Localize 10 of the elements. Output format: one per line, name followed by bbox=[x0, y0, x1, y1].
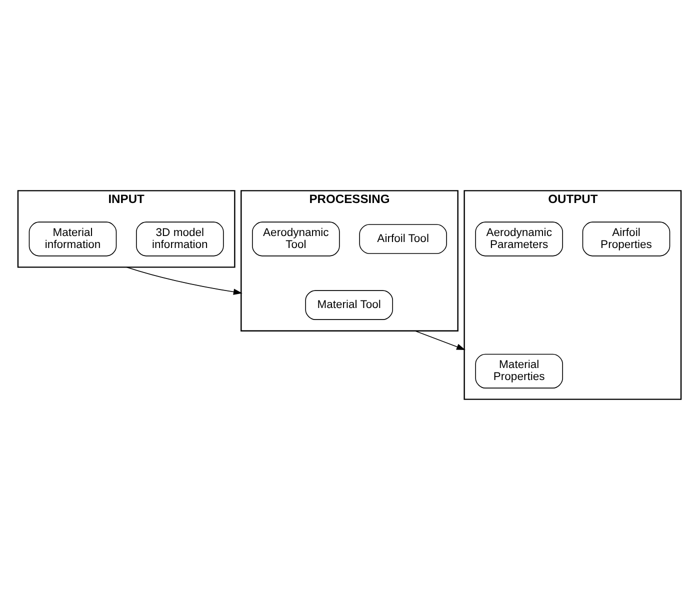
node-box: Airfoil Properties bbox=[582, 222, 670, 256]
node-box: Material Properties bbox=[475, 354, 563, 388]
node-box: Airfoil Tool bbox=[359, 224, 447, 254]
node-box: Aerodynamic Parameters bbox=[475, 222, 563, 256]
node-box: 3D model information bbox=[136, 222, 224, 256]
node-box: Material Tool bbox=[305, 290, 393, 320]
arrow bbox=[414, 330, 466, 350]
arrow bbox=[126, 266, 242, 295]
node-box: Material information bbox=[28, 222, 117, 256]
node-box: Aerodynamic Tool bbox=[252, 222, 340, 256]
